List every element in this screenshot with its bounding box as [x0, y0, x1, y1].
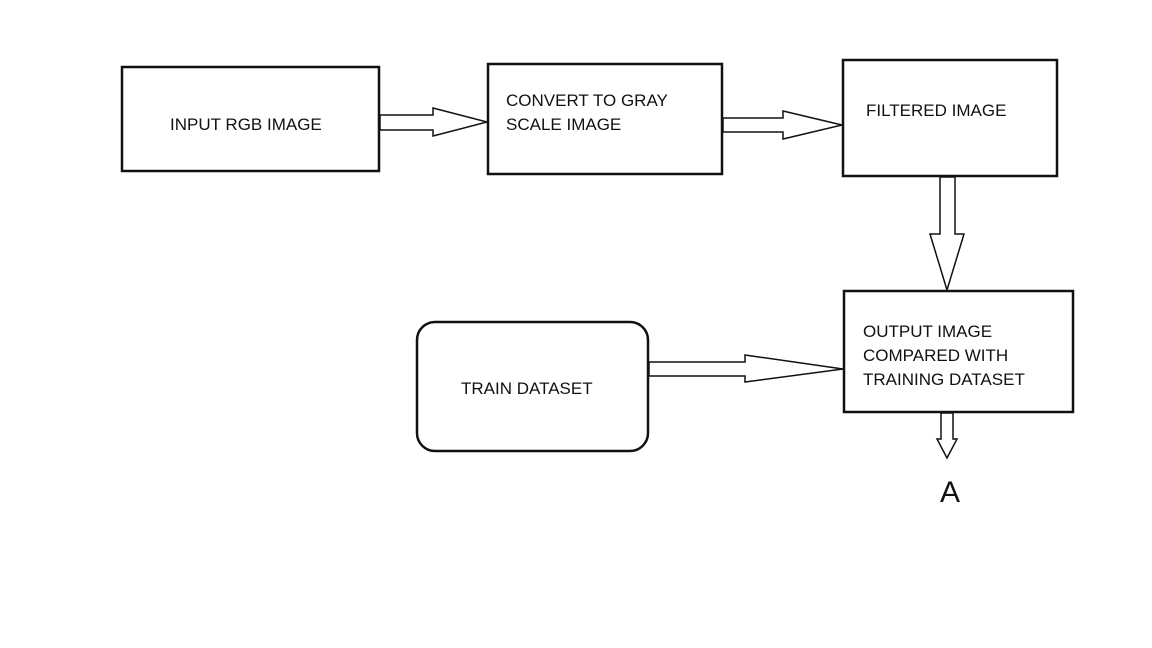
node-train-dataset-label: TRAIN DATASET: [461, 377, 593, 401]
arrow-input-to-convert: [379, 107, 490, 137]
node-output-compare-line-3: TRAINING DATASET: [863, 370, 1025, 389]
node-filtered-label: FILTERED IMAGE: [866, 99, 1006, 123]
arrow-output-to-connector: [935, 412, 959, 460]
node-train-dataset-box: [415, 320, 650, 453]
node-output-compare-line-1: OUTPUT IMAGE: [863, 322, 993, 341]
node-convert-gray-box: [486, 62, 724, 176]
node-filtered-box: [841, 58, 1059, 178]
node-convert-gray-line-2: SCALE IMAGE: [506, 115, 622, 134]
arrow-train-to-output: [648, 354, 844, 383]
node-train-dataset-line-1: TRAIN DATASET: [461, 379, 593, 398]
node-input-rgb-line-1: INPUT RGB IMAGE: [170, 115, 322, 134]
arrow-filtered-to-output: [928, 176, 966, 293]
node-convert-gray-line-1: CONVERT TO GRAY: [506, 91, 668, 110]
connector-label: A: [940, 476, 961, 509]
node-output-compare-box: [842, 289, 1075, 414]
arrow-convert-to-filtered: [722, 110, 843, 140]
node-convert-gray-label: CONVERT TO GRAY SCALE IMAGE: [506, 89, 668, 137]
node-input-rgb-label: INPUT RGB IMAGE: [170, 113, 322, 137]
node-output-compare-line-2: COMPARED WITH: [863, 346, 1009, 365]
node-filtered-line-1: FILTERED IMAGE: [866, 101, 1007, 120]
node-input-rgb-box: [120, 65, 381, 173]
node-output-compare-label: OUTPUT IMAGE COMPARED WITH TRAINING DATA…: [863, 320, 1025, 392]
